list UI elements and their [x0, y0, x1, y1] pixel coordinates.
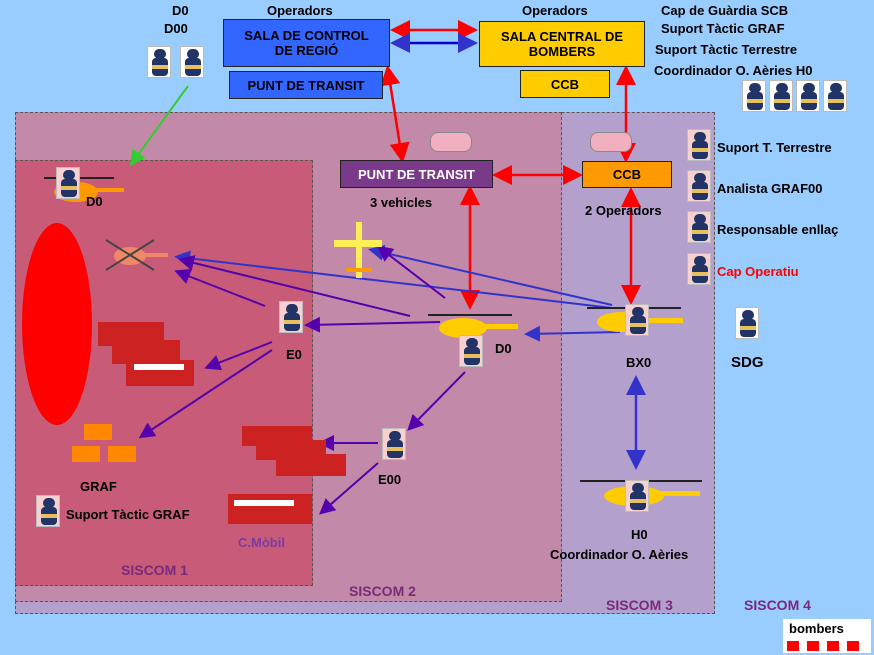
- fire-trucks-icon: [98, 322, 194, 386]
- person-h0-icon: [625, 480, 649, 512]
- person-icon: [823, 80, 847, 112]
- arrow-bx0-plane: [368, 244, 613, 306]
- suport-tactic-graf-label: Suport Tàctic GRAF: [66, 507, 190, 522]
- arrow-d0-heli: [376, 245, 446, 299]
- car-icon: [590, 132, 632, 152]
- role-suport-graf: Suport Tàctic GRAF: [661, 21, 785, 36]
- logo-stripes: [787, 641, 867, 651]
- plane-icon: [334, 222, 382, 278]
- operadors-label-1: Operadors: [267, 3, 333, 18]
- h0-label: H0: [631, 527, 648, 542]
- e00-label: E00: [378, 472, 402, 487]
- role-cap-guardia: Cap de Guàrdia SCB: [661, 3, 789, 18]
- arrow-d00-d0: [129, 85, 189, 167]
- role-suport-terrestre: Suport Tàctic Terrestre: [655, 42, 798, 57]
- siscom-1-label: SISCOM 1: [121, 562, 188, 578]
- arrow-e0-trucks: [204, 341, 273, 371]
- person-e00-icon: [382, 428, 406, 460]
- side-role-responsable: Responsable enllaç: [717, 222, 839, 237]
- sala-control-box: SALA DE CONTROL DE REGIÓ: [223, 19, 390, 67]
- arrow-d0-e00: [407, 371, 466, 431]
- ccb-top-box: CCB: [520, 70, 610, 98]
- d00-top-label: D00: [164, 21, 188, 36]
- d0-heli-label: D0: [86, 194, 103, 209]
- arrow-bx0-d0: [524, 325, 621, 342]
- person-icon: [742, 80, 766, 112]
- graf-vehicles-icon: [72, 424, 136, 462]
- arrow-bx0-heli: [174, 250, 613, 309]
- side-role-cap-operatiu: Cap Operatiu: [717, 264, 799, 279]
- ccb-box: CCB: [582, 161, 672, 188]
- arrow-e0-heli: [174, 268, 266, 307]
- person-analista-icon: [687, 170, 711, 202]
- person-bx0-icon: [625, 304, 649, 336]
- person-suport-graf-icon: [36, 495, 60, 527]
- arrow-e0-graf: [138, 349, 273, 439]
- person-d0-heli-icon: [56, 167, 80, 199]
- sala-central-box: SALA CENTRAL DE BOMBERS: [479, 21, 645, 67]
- siscom-3-label: SISCOM 3: [606, 597, 673, 613]
- person-e0-icon: [279, 301, 303, 333]
- punt-transit-box: PUNT DE TRANSIT: [340, 160, 493, 188]
- helicopter-icon: [44, 177, 124, 202]
- e0-label: E0: [286, 347, 302, 362]
- siscom-2-label: SISCOM 2: [349, 583, 416, 599]
- bombers-logo: bombers: [783, 619, 871, 653]
- person-d00-icon: [180, 46, 204, 78]
- car-icon: [430, 132, 472, 152]
- bx0-label: BX0: [626, 355, 652, 370]
- arrow-d0-e0: [304, 316, 441, 333]
- sdg-label: SDG: [731, 354, 764, 371]
- person-d0-icon: [147, 46, 171, 78]
- side-role-analista: Analista GRAF00: [717, 181, 823, 196]
- logo-text: bombers: [789, 621, 844, 636]
- vehicles-label: 3 vehicles: [370, 195, 433, 210]
- person-suport-icon: [687, 129, 711, 161]
- graf-label: GRAF: [80, 479, 117, 494]
- helicopter-d0-icon: [428, 314, 518, 338]
- d0-center-label: D0: [495, 341, 512, 356]
- c-mobil-label: C.Mòbil: [238, 535, 285, 550]
- command-truck-icon: [228, 494, 312, 524]
- d0-top-label: D0: [172, 3, 189, 18]
- punt-transit-top-box: PUNT DE TRANSIT: [229, 71, 383, 99]
- person-icon: [769, 80, 793, 112]
- arrow-e00-cmobil: [318, 462, 379, 515]
- side-role-suport: Suport T. Terrestre: [717, 140, 832, 155]
- arrow-control-punt: [380, 65, 410, 163]
- person-icon: [796, 80, 820, 112]
- siscom-4-label: SISCOM 4: [744, 597, 811, 613]
- operadors-label-2: Operadors: [522, 3, 588, 18]
- person-sdg-icon: [735, 307, 759, 339]
- helicopter-red-icon: [105, 239, 168, 271]
- operadors-2-label: 2 Operadors: [585, 203, 662, 218]
- fire-area: [22, 223, 92, 425]
- arrow-d0-heli2: [178, 255, 411, 317]
- fire-trucks-icon: [242, 426, 346, 476]
- role-coordinador: Coordinador O. Aèries H0: [654, 63, 813, 78]
- person-d0-center-icon: [459, 335, 483, 367]
- person-cap-operatiu-icon: [687, 253, 711, 285]
- person-responsable-icon: [687, 211, 711, 243]
- coordinador-label: Coordinador O. Aèries: [550, 547, 689, 562]
